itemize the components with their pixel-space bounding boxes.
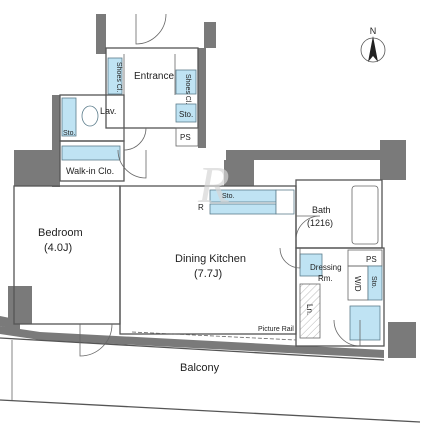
walkin-box [59,140,125,182]
fixtures [61,57,383,341]
label-lav: Lav. [100,106,116,116]
wd-door [333,319,361,347]
labels: Entrance Shoes Cl. Shoes Cl. Lav. Sto. S… [38,62,377,374]
wall-slab-front [0,326,384,358]
label-ps-right: PS [366,255,377,264]
dressing-door [279,247,301,269]
walls [0,14,416,358]
balcony-rail-outer [0,399,421,423]
wall-top-beam [226,150,396,160]
label-ps-top: PS [180,133,191,142]
label-dressing-rm: Rm. [318,274,333,283]
dressing-box [295,247,385,347]
label-r: R [198,203,204,212]
north-needle [368,36,378,62]
label-bath-size: (1216) [307,218,333,228]
label-ln: Ln. [305,304,314,315]
wall-entry-right [204,22,216,48]
wall-column-bottom-left [8,286,32,324]
label-bath: Bath [312,205,331,215]
label-sto-right: Sto. [370,276,377,289]
lav-storage [61,97,77,137]
bedroom-balcony-door [79,323,113,357]
label-shoes-right: Shoes Cl. [184,74,191,104]
label-sto-entrance: Sto. [179,110,193,119]
north-arrow: N [360,26,386,63]
washer-pan [349,305,381,341]
label-entrance: Entrance [134,71,174,82]
label-dressing: Dressing [310,263,342,272]
label-dk: Dining Kitchen [175,253,246,265]
kitchen-sink [275,189,295,215]
wall-column-left [14,150,58,186]
shoes-cabinet-left [107,57,123,95]
interior-outlines [0,47,421,423]
entry-door [135,13,167,45]
entrance-storage [175,103,197,123]
label-balcony: Balcony [180,362,220,374]
label-wd: W/D [353,276,362,292]
wall-column-mid [224,160,254,186]
dressing-storage [367,265,383,301]
bath-door [295,215,321,241]
wall-slab-left [0,316,20,330]
picture-rail-line [131,331,297,341]
bathtub [351,185,379,245]
label-bedroom: Bedroom [38,227,83,239]
bath-box [295,179,383,249]
doors [79,13,361,357]
label-walkin: Walk-in Clo. [66,166,114,176]
shoes-cabinet-right [175,69,197,95]
lav-door [123,127,147,151]
label-sto-kitchen: Sto. [222,193,235,200]
label-shoes-left: Shoes Cl. [115,62,122,92]
balcony-rail-inner [0,337,385,361]
label-sto-lav: Sto. [63,130,76,137]
wall-core-right [198,48,206,148]
watermark-logo: R [197,157,230,214]
ln-box [299,283,321,339]
wall-column-right [380,140,406,180]
entrance-box [105,47,199,129]
wall-lav-left [52,95,60,187]
wall-entry-left [96,14,106,54]
label-bedroom-size: (4.0J) [44,242,72,254]
ln-hatch [300,284,320,338]
toilet [81,105,99,127]
ps-top-box [175,127,199,147]
walkin-rail [61,145,121,161]
label-picture-rail: Picture Rail [258,326,294,333]
wall-column-bottom-right [388,322,416,358]
label-dk-size: (7.7J) [194,268,222,280]
north-label: N [370,26,377,36]
ps-right-box [347,249,383,267]
hall-door [117,149,147,179]
